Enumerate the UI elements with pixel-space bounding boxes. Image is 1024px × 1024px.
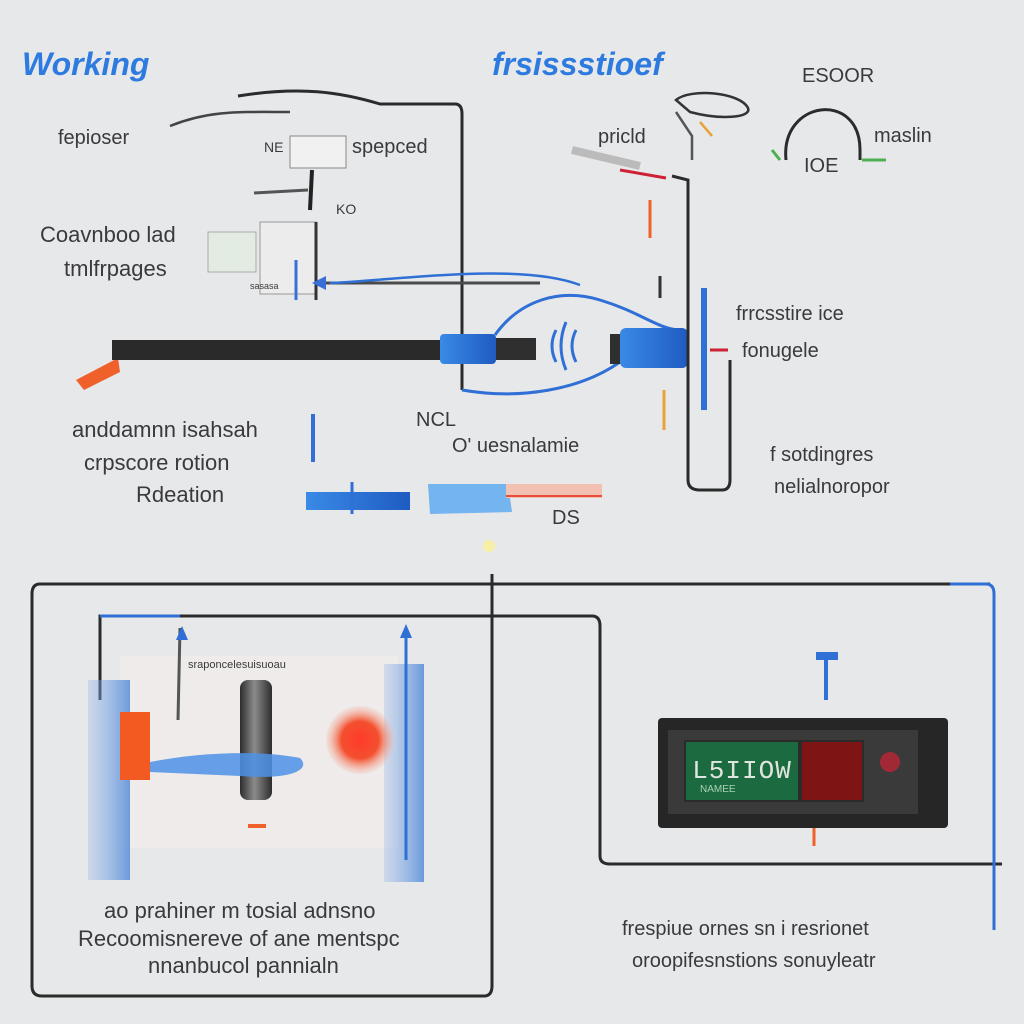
caption-left-3: nnanbucol pannialn	[148, 953, 339, 978]
orange-block	[120, 712, 150, 780]
right-coil	[620, 328, 688, 368]
junction-glow	[483, 540, 495, 552]
blue-flare	[428, 484, 512, 514]
wire-right-loop	[671, 174, 732, 492]
caption-right-2: oroopifesnstions sonuyleatr	[632, 950, 876, 972]
meter-reading: L5IIOW	[692, 756, 792, 786]
blue-fluid	[150, 753, 304, 777]
red-scale-strip	[506, 484, 602, 498]
inner-loop	[98, 614, 1002, 866]
rod-tip	[76, 358, 120, 390]
label-coavnboo: Coavnboo lad	[40, 222, 176, 247]
blue-wire-lower	[461, 360, 621, 396]
label-nelialnoropor: nelialnoropor	[774, 476, 890, 498]
label-sotdingres: f sotdingres	[770, 444, 874, 466]
label-ko: KO	[336, 201, 357, 217]
bottom-left-frame	[30, 574, 990, 998]
blue-wire-upper	[493, 293, 681, 336]
caption-right-1: frespiue ornes sn i resrionet	[622, 918, 869, 940]
label-rdeation: Rdeation	[136, 482, 225, 507]
blue-right-frame	[950, 582, 996, 930]
meter-sub-label: NAMEE	[700, 784, 736, 795]
apparatus-right-wall	[384, 664, 424, 882]
label-anddamnn: anddamnn isahsah	[72, 417, 258, 442]
label-crpscore: crpscore rotion	[84, 450, 230, 475]
label-frrcsstire: frrcsstire ice	[736, 303, 844, 325]
field-waves	[550, 321, 578, 371]
label-mini-tag: sasasa	[250, 281, 279, 291]
title-right: frsissstioef	[492, 46, 663, 82]
wire-short-left	[253, 188, 309, 195]
label-spepced: spepced	[352, 136, 428, 158]
title-working: Working	[22, 46, 150, 82]
label-fepioser: fepioser	[58, 127, 130, 149]
wire-top-left-curve	[169, 110, 291, 128]
label-ioe: IOE	[804, 155, 839, 177]
label-ne: NE	[264, 139, 284, 155]
red-glow	[326, 706, 394, 774]
label-ds: DS	[552, 507, 580, 529]
label-ncl: NCL	[416, 409, 457, 431]
label-maslin: maslin	[874, 125, 932, 147]
apparatus-caption: sraponcelesuisuoau	[188, 659, 286, 671]
left-coil	[440, 334, 496, 364]
probe-needle	[308, 169, 314, 211]
label-fonugele: fonugele	[742, 340, 819, 362]
label-tmlfrpages: tmlfrpages	[64, 256, 167, 281]
metal-cylinder	[240, 680, 272, 800]
small-gauge-top	[289, 135, 347, 169]
sensor-head	[674, 91, 750, 119]
wire-main-vertical	[237, 89, 464, 390]
main-rod	[112, 340, 452, 360]
label-esoor: ESOOR	[802, 65, 875, 87]
label-uesnalamie: O' uesnalamie	[452, 435, 580, 457]
caption-left-1: ao prahiner m tosial adnsno	[104, 898, 376, 923]
caption-left-2: Recoomisnereve of ane mentspc	[78, 926, 400, 951]
arch-wire	[784, 108, 862, 161]
label-pricld: pricld	[598, 126, 646, 148]
blue-wire-top	[329, 272, 581, 287]
meter-red-panel	[800, 740, 864, 802]
blue-gauge-strip	[306, 492, 410, 510]
meter-display: L5IIOW	[684, 740, 800, 802]
